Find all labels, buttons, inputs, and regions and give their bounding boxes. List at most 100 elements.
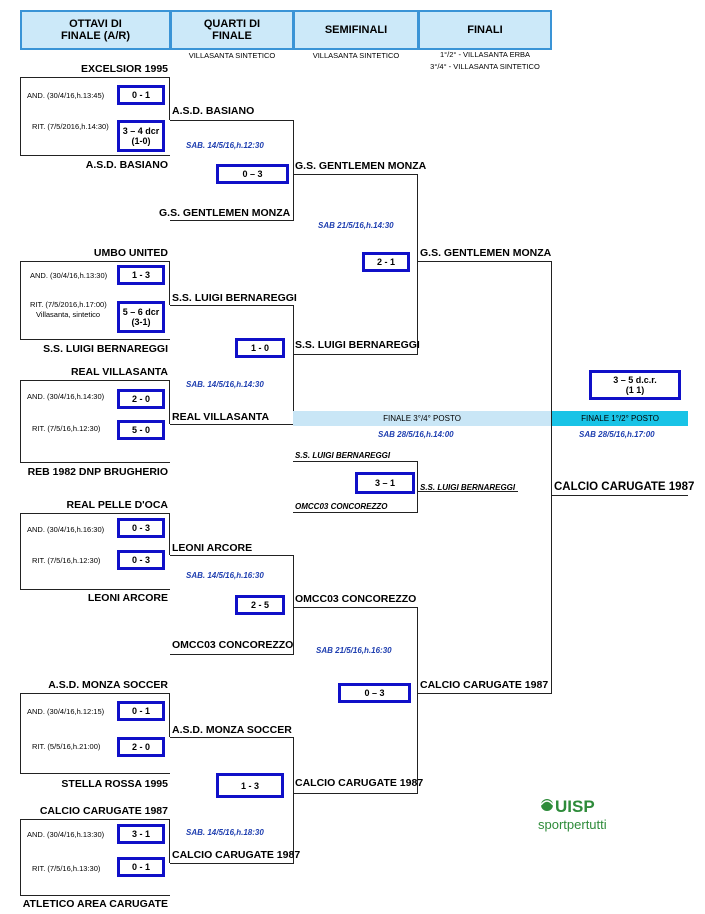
bracket-line	[169, 819, 170, 863]
bracket-line	[20, 380, 170, 381]
bracket-line	[20, 261, 21, 339]
final-bottom: CALCIO CARUGATE 1987	[420, 679, 549, 691]
venue-finali-1: 1°/2° - VILLASANTA ERBA	[439, 50, 531, 59]
bracket-line	[20, 895, 170, 896]
bracket-line	[20, 462, 170, 463]
bracket-line	[20, 693, 21, 773]
quarti-1-bottom: G.S. GENTLEMEN MONZA	[159, 207, 291, 219]
quarti-3-bottom: OMCC03 CONCOREZZO	[172, 639, 294, 651]
ottavi-2-leg1: AND. (30/4/16,h.13:30)	[30, 271, 108, 280]
bracket-line	[293, 512, 418, 513]
ottavi-2-leg2-venue: Villasanta, sintetico	[36, 310, 101, 319]
header-semifinali: SEMIFINALI	[293, 10, 419, 50]
ottavi-2-away: S.S. LUIGI BERNAREGGI	[43, 343, 168, 355]
ottavi-2-score2: 5 – 6 dcr (3-1)	[117, 301, 165, 333]
semi-2-bottom: CALCIO CARUGATE 1987	[295, 777, 424, 789]
venue-quarti: VILLASANTA SINTETICO	[188, 51, 276, 60]
ottavi-4-leg2: RIT. (7/5/16,h.12:30)	[32, 556, 101, 565]
ottavi-3-leg1: AND. (30/4/16,h.14:30)	[27, 392, 105, 401]
uisp-logo: UISP sportpertutti	[537, 796, 627, 836]
ottavi-5-home: A.S.D. MONZA SOCCER	[48, 679, 168, 691]
ottavi-4-score2: 0 - 3	[117, 550, 165, 570]
ottavi-4-leg1: AND. (30/4/16,h.16:30)	[27, 525, 105, 534]
ottavi-6-away: ATLETICO AREA CARUGATE	[22, 898, 168, 910]
bracket-line	[417, 174, 418, 354]
bracket-line	[170, 120, 294, 121]
bracket-line	[20, 339, 170, 340]
bracket-line	[293, 737, 294, 863]
ottavi-3-leg2: RIT. (7/5/16,h.12:30)	[32, 424, 101, 433]
ottavi-4-score1: 0 - 3	[117, 518, 165, 538]
bracket-line	[20, 819, 170, 820]
ottavi-1-leg1: AND. (30/4/16,h.13:45)	[27, 91, 105, 100]
bracket-line	[169, 380, 170, 424]
ottavi-1-score1: 0 - 1	[117, 85, 165, 105]
bracket-line	[293, 607, 418, 608]
ottavi-6-leg2: RIT. (7/5/16,h.13:30)	[32, 864, 101, 873]
bracket-line	[170, 737, 294, 738]
third-top: S.S. LUIGI BERNAREGGI	[295, 451, 391, 460]
bracket-line	[417, 461, 418, 513]
quarti-2-bottom: REAL VILLASANTA	[172, 411, 270, 423]
bracket-line	[20, 77, 21, 155]
band-finale-12-label: FINALE 1°/2° POSTO	[581, 414, 659, 423]
venue-semifinali: VILLASANTA SINTETICO	[312, 51, 400, 60]
bracket-line	[293, 354, 418, 355]
ottavi-1-home: EXCELSIOR 1995	[81, 63, 168, 75]
bracket-line	[169, 513, 170, 555]
bracket-line	[293, 120, 294, 220]
band-finale-12: FINALE 1°/2° POSTO	[552, 411, 688, 426]
logo-name: UISP	[555, 797, 595, 816]
ottavi-6-leg1: AND. (30/4/16,h.13:30)	[27, 830, 105, 839]
quarti-3-score: 2 - 5	[235, 595, 285, 615]
bracket-line	[170, 220, 294, 221]
ottavi-1-leg2: RIT. (7/5/2016,h.14:30)	[32, 122, 109, 131]
bracket-line	[20, 589, 170, 590]
bracket-line	[418, 261, 552, 262]
quarti-4-bottom: CALCIO CARUGATE 1987	[172, 849, 301, 861]
ottavi-5-score2: 2 - 0	[117, 737, 165, 757]
quarti-3-top: LEONI ARCORE	[172, 542, 253, 554]
bracket-line	[169, 693, 170, 737]
bracket-line	[20, 77, 170, 78]
uisp-logo-icon: UISP sportpertutti	[538, 797, 607, 832]
finale-12-date: SAB 28/5/16,h.17:00	[579, 430, 655, 439]
logo-tagline: sportpertutti	[538, 817, 607, 832]
ottavi-5-leg1: AND. (30/4/16,h.12:15)	[27, 707, 105, 716]
bracket-line	[418, 693, 552, 694]
header-quarti: QUARTI DI FINALE	[170, 10, 294, 50]
quarti-4-top: A.S.D. MONZA SOCCER	[172, 724, 292, 736]
quarti-2-score: 1 - 0	[235, 338, 285, 358]
champion: CALCIO CARUGATE 1987	[554, 481, 695, 493]
quarti-1-score: 0 – 3	[216, 164, 289, 184]
ottavi-1-away: A.S.D. BASIANO	[85, 159, 168, 171]
bracket-line	[169, 77, 170, 120]
bracket-line	[417, 607, 418, 793]
quarti-1-date: SAB. 14/5/16,h.12:30	[186, 141, 264, 150]
venue-finali-2: 3°/4° - VILLASANTA SINTETICO	[430, 62, 540, 71]
bracket-line	[170, 863, 294, 864]
bracket-line	[20, 380, 21, 462]
bracket-line	[20, 773, 170, 774]
ottavi-5-leg2: RIT. (5/5/16,h.21:00)	[32, 742, 101, 751]
bracket-line	[293, 174, 418, 175]
ottavi-2-home: UMBO UNITED	[93, 247, 168, 259]
bracket-line	[20, 155, 170, 156]
bracket-line	[20, 513, 21, 589]
bracket-line	[20, 693, 170, 694]
quarti-2-top: S.S. LUIGI BERNAREGGI	[172, 292, 297, 304]
ottavi-6-score2: 0 - 1	[117, 857, 165, 877]
band-finale-34-label: FINALE 3°/4° POSTO	[383, 414, 461, 423]
ottavi-2-leg2: RIT. (7/5/2016,h.17:00)	[30, 300, 107, 309]
bracket-line	[170, 654, 294, 655]
final-top: G.S. GENTLEMEN MONZA	[420, 247, 552, 259]
header-ottavi: OTTAVI DI FINALE (A/R)	[20, 10, 171, 50]
ottavi-3-away: REB 1982 DNP BRUGHERIO	[27, 466, 168, 478]
ottavi-2-score1: 1 - 3	[117, 265, 165, 285]
bracket-line	[170, 305, 294, 306]
quarti-4-score: 1 - 3	[216, 773, 284, 798]
bracket-line	[293, 305, 294, 424]
header-finali: FINALI	[418, 10, 552, 50]
semi-2-top: OMCC03 CONCOREZZO	[295, 593, 417, 605]
bracket-line	[293, 793, 418, 794]
